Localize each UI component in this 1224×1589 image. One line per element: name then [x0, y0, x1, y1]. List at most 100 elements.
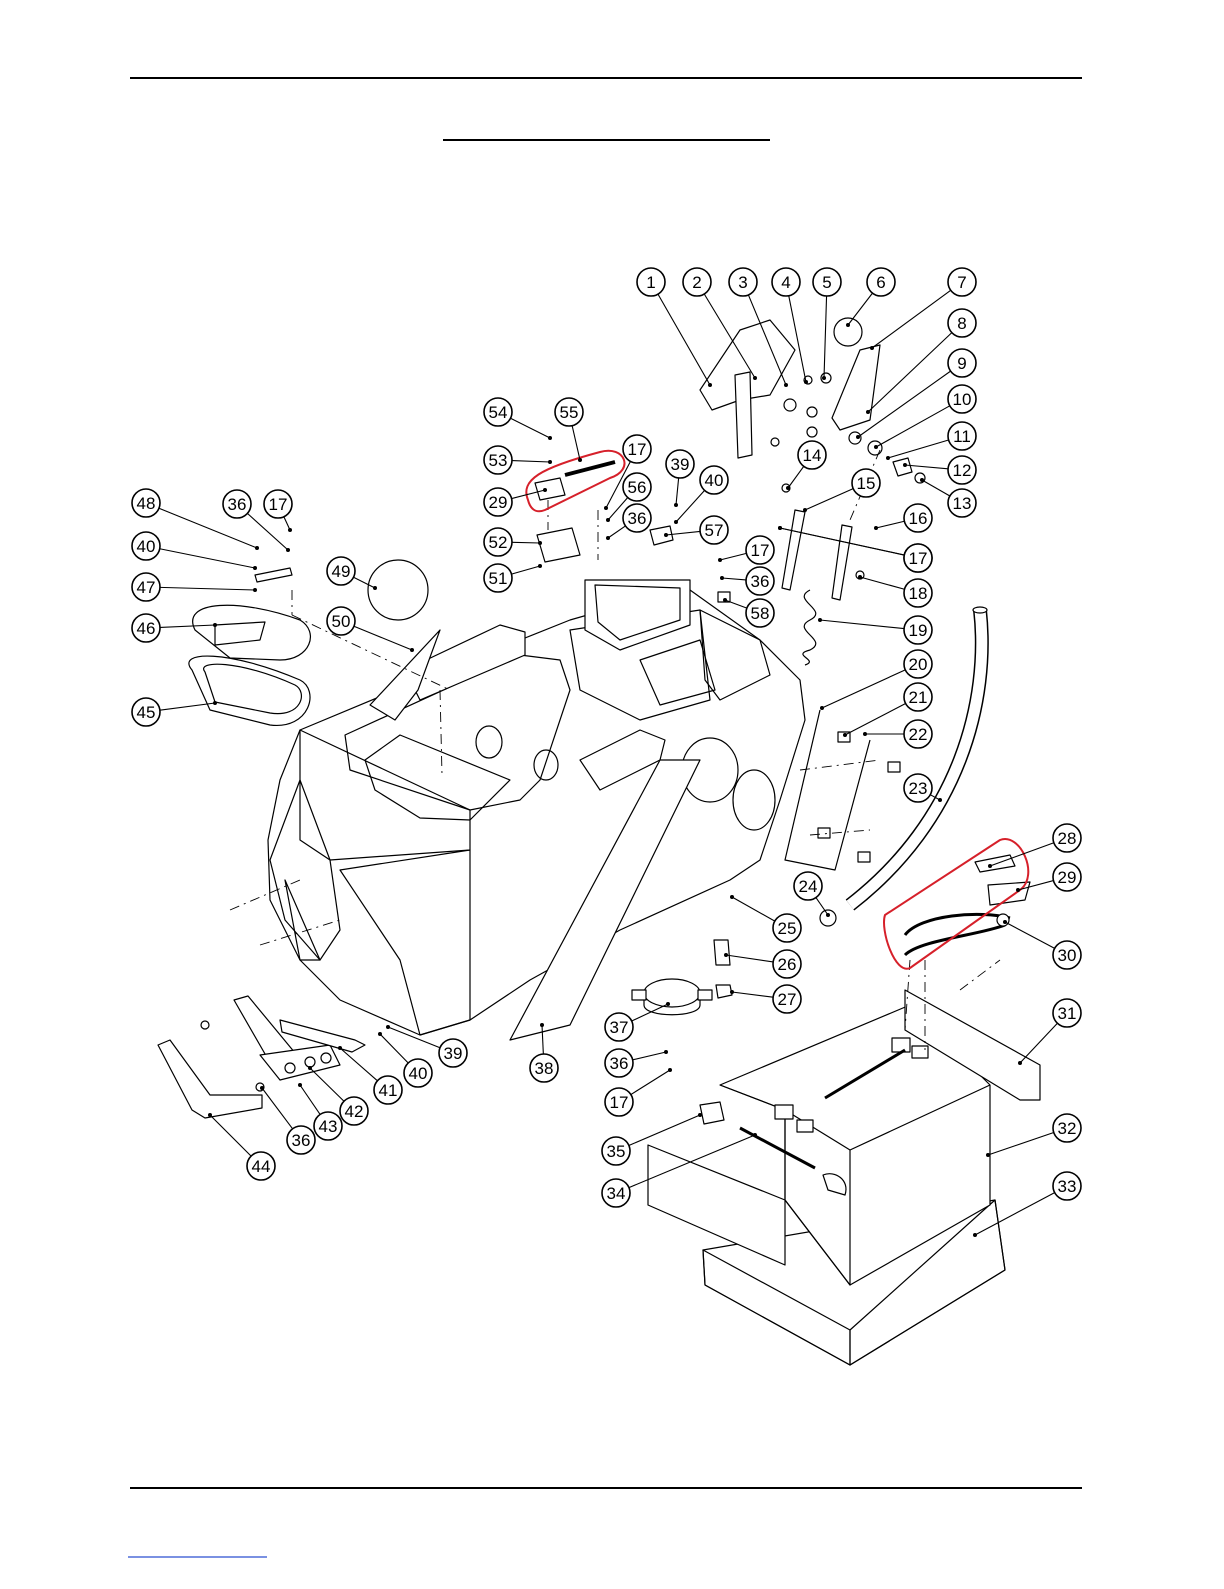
callout-leader-dot — [255, 546, 259, 550]
callout-number: 46 — [137, 619, 156, 638]
solution-pump — [632, 979, 712, 1015]
callout-leader-line — [805, 489, 853, 510]
tension-spring — [803, 590, 816, 665]
callout-leader-dot — [856, 435, 860, 439]
callout-leader-dot — [410, 648, 414, 652]
battery-cable-assembly — [905, 855, 1030, 955]
callout-leader-dot — [253, 588, 257, 592]
callout-number: 11 — [953, 427, 971, 446]
callout-leader-line — [160, 703, 215, 710]
callout-leader-line — [340, 1048, 377, 1081]
callout-leader-line — [824, 296, 827, 378]
callout-leader-dot — [973, 1233, 977, 1237]
callout-leader-dot — [298, 1083, 302, 1087]
callout-leader-line — [262, 1088, 293, 1129]
callout-leader-dot — [1016, 888, 1020, 892]
callout-14: 14 — [786, 441, 826, 490]
callout-leader-dot — [208, 1113, 212, 1117]
callout-leader-line — [860, 577, 905, 589]
callout-28: 28 — [988, 824, 1081, 868]
callout-leader-dot — [843, 733, 847, 737]
callout-leader-line — [922, 480, 950, 496]
callout-26: 26 — [724, 950, 801, 978]
callout-number: 17 — [751, 541, 770, 560]
callout-number: 8 — [957, 314, 966, 333]
callout-leader-dot — [308, 1066, 312, 1070]
callout-36: 36 — [605, 1049, 668, 1077]
callout-53: 53 — [484, 446, 552, 474]
callout-number: 45 — [137, 703, 156, 722]
callout-leader-line — [732, 897, 775, 921]
callout-leader-dot — [863, 732, 867, 736]
callout-leader-line — [310, 1068, 344, 1101]
callout-number: 56 — [628, 478, 647, 497]
callout-number: 14 — [803, 446, 822, 465]
callout-number: 29 — [489, 493, 508, 512]
parts-drawing — [158, 318, 1040, 1365]
callout-number: 22 — [909, 725, 928, 744]
callout-40: 40 — [132, 532, 257, 570]
callout-number: 48 — [137, 494, 156, 513]
callout-leader-dot — [698, 1113, 702, 1117]
callout-29: 29 — [1016, 863, 1081, 892]
callout-number: 32 — [1058, 1119, 1077, 1138]
callout-number: 34 — [607, 1184, 626, 1203]
callout-52: 52 — [484, 528, 542, 556]
callout-leader-dot — [804, 380, 808, 384]
callout-leader-dot — [1018, 1061, 1022, 1065]
callout-leader-line — [725, 600, 747, 608]
callout-36: 36 — [606, 504, 651, 540]
callout-45: 45 — [132, 698, 217, 726]
callout-number: 50 — [332, 612, 351, 631]
callout-leader-dot — [260, 1086, 264, 1090]
callout-number: 33 — [1058, 1177, 1077, 1196]
callout-leader-dot — [253, 566, 257, 570]
highlight-loop-upper — [526, 451, 624, 511]
callout-leader-dot — [753, 376, 757, 380]
callout-number: 15 — [857, 474, 876, 493]
callout-leader-dot — [826, 913, 830, 917]
callout-number: 29 — [1058, 868, 1077, 887]
callout-number: 52 — [489, 533, 508, 552]
callout-leader-dot — [858, 575, 862, 579]
callout-number: 12 — [953, 461, 972, 480]
callout-leader-line — [160, 549, 255, 568]
callout-36: 36 — [260, 1086, 315, 1154]
callout-leader-line — [629, 1115, 700, 1145]
callout-leader-dot — [213, 623, 217, 627]
callout-leader-line — [876, 406, 950, 447]
callout-leader-dot — [784, 383, 788, 387]
callout-leader-line — [876, 521, 904, 528]
callout-number: 36 — [628, 509, 647, 528]
linkage-arms — [782, 484, 864, 665]
callout-number: 39 — [671, 455, 690, 474]
callout-leader-line — [720, 553, 746, 560]
callout-leader-dot — [378, 1032, 382, 1036]
callout-number: 36 — [292, 1131, 311, 1150]
callout-leader-line — [284, 517, 290, 530]
callout-leader-dot — [730, 990, 734, 994]
callout-leader-line — [988, 1133, 1054, 1155]
callout-leader-dot — [373, 586, 377, 590]
callout-number: 57 — [705, 521, 724, 540]
callout-leader-dot — [1003, 920, 1007, 924]
callout-leader-dot — [668, 1068, 672, 1072]
callout-leader-dot — [723, 598, 727, 602]
callout-leader-dot — [874, 445, 878, 449]
callout-36: 36 — [720, 567, 774, 595]
callout-number: 40 — [409, 1064, 428, 1083]
callout-leader-line — [658, 294, 710, 385]
callout-leader-dot — [938, 798, 942, 802]
callout-number: 28 — [1058, 829, 1077, 848]
callout-number: 41 — [379, 1081, 398, 1100]
callout-number: 6 — [876, 273, 885, 292]
callout-41: 41 — [338, 1046, 402, 1104]
callout-23: 23 — [904, 774, 942, 802]
callout-24: 24 — [794, 872, 830, 917]
callout-number: 17 — [269, 495, 288, 514]
callout-leader-dot — [548, 460, 552, 464]
callout-12: 12 — [903, 456, 976, 484]
callout-leader-dot — [578, 458, 582, 462]
callout-number: 19 — [909, 621, 928, 640]
callout-number: 20 — [909, 655, 928, 674]
